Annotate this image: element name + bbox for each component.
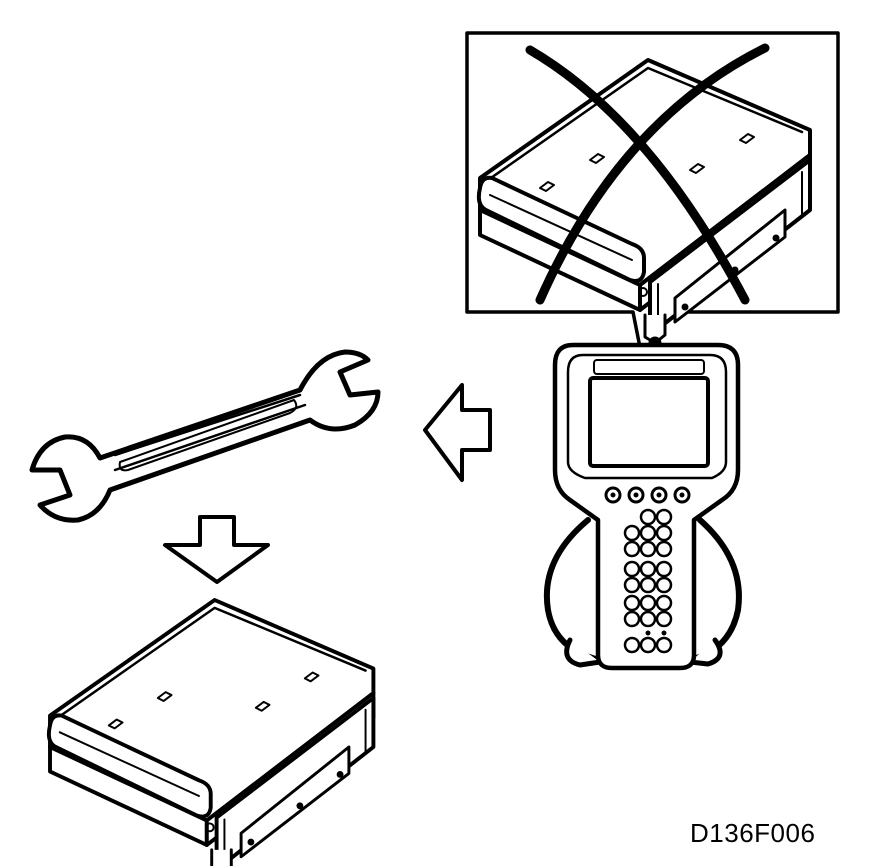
scan-tool	[543, 342, 742, 671]
left-arrow	[423, 383, 492, 482]
wrench	[29, 349, 381, 523]
module-replaced	[46, 598, 376, 866]
crossed-out-module-callout	[465, 31, 840, 390]
figure-code: D136F006	[690, 818, 816, 848]
down-arrow	[163, 515, 270, 584]
